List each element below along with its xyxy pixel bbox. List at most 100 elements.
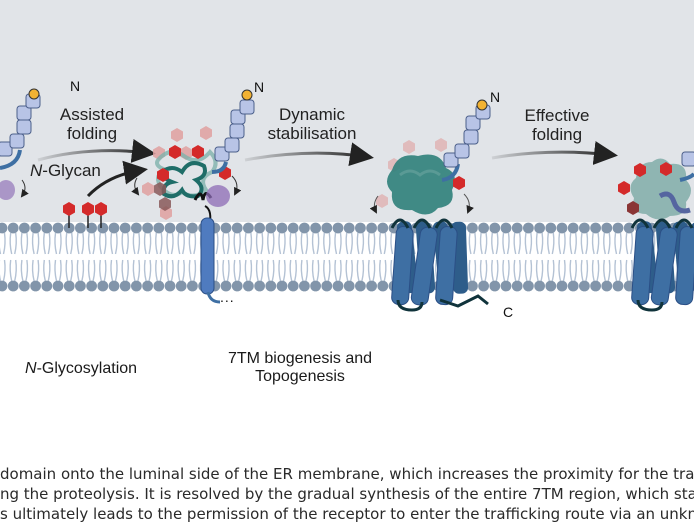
lipid-tail bbox=[513, 259, 517, 282]
lipid-tail bbox=[558, 232, 562, 255]
lipid-tail bbox=[271, 259, 275, 282]
lipid-tail bbox=[473, 259, 477, 282]
lipid-tail bbox=[58, 259, 62, 282]
lipid-tail bbox=[305, 232, 309, 255]
er-lumen-background bbox=[0, 0, 694, 222]
lipid-tail bbox=[148, 232, 152, 255]
lipid-tail bbox=[506, 259, 510, 282]
lipid-tail bbox=[155, 232, 158, 255]
extracellular-loop bbox=[412, 218, 432, 229]
lipid-tail bbox=[126, 259, 129, 282]
lipid-tail bbox=[222, 259, 226, 282]
lipid-head bbox=[500, 280, 512, 292]
lipid-head bbox=[276, 222, 288, 234]
lipid-tail bbox=[372, 259, 376, 282]
lipid-tail bbox=[495, 232, 499, 255]
lipid-tail bbox=[92, 259, 96, 282]
single-tm-helix bbox=[200, 217, 221, 304]
lipid-head bbox=[220, 280, 232, 292]
step-label-n-glycan: N-Glycan bbox=[30, 161, 101, 180]
lipid-head bbox=[254, 280, 265, 292]
lipid-tail bbox=[630, 259, 633, 282]
lipid-tail bbox=[596, 232, 600, 255]
lipid-tail bbox=[338, 259, 342, 282]
lipid-head bbox=[108, 280, 120, 292]
extracellular-loop bbox=[390, 218, 410, 229]
tm-helix bbox=[435, 226, 458, 306]
lipid-tail bbox=[547, 259, 550, 282]
lipid-tail bbox=[54, 259, 58, 282]
lipid-tail bbox=[479, 259, 483, 282]
lipid-tail bbox=[267, 232, 270, 255]
lipid-tail bbox=[495, 259, 499, 282]
lipid-tail bbox=[159, 232, 163, 255]
lipid-tail bbox=[591, 232, 595, 255]
lipid-head bbox=[187, 280, 198, 292]
lipid-tail bbox=[367, 259, 371, 282]
lipid-tail bbox=[591, 259, 595, 282]
lipid-head bbox=[467, 280, 478, 292]
lipid-tail bbox=[0, 260, 2, 282]
lipid-tail bbox=[603, 232, 606, 255]
lipid-head bbox=[612, 280, 624, 292]
lipid-tail bbox=[278, 259, 282, 282]
rotation-arrow bbox=[231, 175, 242, 196]
figure-caption: domain onto the luminal side of the ER m… bbox=[0, 464, 694, 524]
lipid-tail bbox=[215, 232, 219, 255]
lipid-head bbox=[164, 222, 176, 234]
lipid-tail bbox=[372, 232, 376, 255]
lipid-tail bbox=[2, 232, 6, 255]
lipid-head bbox=[545, 222, 557, 234]
lipid-tail bbox=[502, 259, 506, 282]
lipid-tail bbox=[390, 259, 394, 282]
lipid-tail bbox=[81, 232, 85, 255]
n-terminus-label-2: N bbox=[254, 79, 265, 95]
lipid-tail bbox=[361, 259, 365, 282]
lipid-tail bbox=[226, 232, 230, 255]
stage-label-line: 7TM biogenesis and bbox=[227, 350, 373, 367]
lipid-tail bbox=[20, 232, 24, 255]
lipid-tail bbox=[188, 259, 192, 282]
lipid-tail bbox=[249, 232, 253, 255]
lipid-tail bbox=[356, 259, 360, 282]
lipid-head bbox=[478, 280, 489, 292]
lipid-tail bbox=[226, 259, 230, 282]
lipid-head bbox=[343, 222, 355, 234]
lipid-tail bbox=[558, 259, 562, 282]
lipid-tail bbox=[2, 259, 6, 282]
lipid-tail bbox=[126, 232, 129, 255]
lipid-tail bbox=[569, 259, 573, 282]
n-terminal-glycan-chain-1 bbox=[0, 88, 41, 170]
effective-folding-arrow bbox=[491, 141, 618, 165]
lipid-tail bbox=[70, 259, 73, 282]
lipid-head bbox=[52, 280, 64, 292]
lipid-tail bbox=[25, 232, 29, 255]
lipid-tail bbox=[311, 259, 315, 282]
lipid-tail bbox=[334, 232, 338, 255]
lipid-tail bbox=[350, 259, 353, 282]
lipid-tail bbox=[327, 259, 331, 282]
step-label-line: folding bbox=[66, 124, 118, 144]
step-label-line: Assisted bbox=[59, 105, 125, 124]
lipid-head bbox=[231, 222, 243, 234]
lipid-tail bbox=[121, 232, 125, 255]
lipid-tail bbox=[473, 232, 477, 255]
lipid-tail bbox=[585, 232, 589, 255]
lipid-tail bbox=[87, 259, 91, 282]
lipid-tail bbox=[271, 232, 275, 255]
n-terminus-label-3: N bbox=[490, 89, 501, 105]
lipid-head bbox=[131, 222, 142, 234]
lipid-tail bbox=[350, 232, 353, 255]
lipid-head bbox=[612, 222, 624, 234]
lipid-tail bbox=[484, 259, 488, 282]
lipid-tail bbox=[506, 232, 510, 255]
lipid-head bbox=[590, 222, 601, 234]
lipid-tail bbox=[65, 259, 69, 282]
folded-domain bbox=[618, 158, 691, 220]
lipid-head bbox=[7, 280, 19, 292]
lipid-head bbox=[0, 280, 8, 292]
lipid-head bbox=[276, 280, 288, 292]
lipid-head bbox=[63, 280, 75, 292]
glycosylation-text: -Glycosylation bbox=[36, 360, 138, 377]
intracellular-loop bbox=[636, 299, 664, 312]
